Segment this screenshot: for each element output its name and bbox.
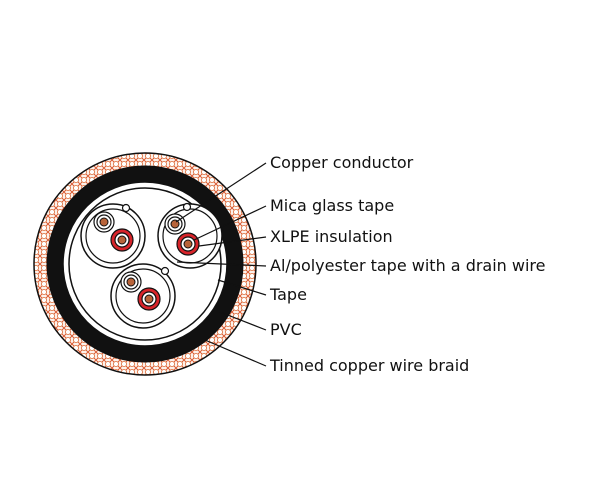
pair-1 bbox=[80, 203, 146, 269]
leader-xlpe-insulation bbox=[198, 236, 267, 247]
label-al-polyester-tape: Al/polyester tape with a drain wire bbox=[270, 256, 546, 275]
leader-tape bbox=[217, 279, 267, 296]
label-tape: Tape bbox=[270, 285, 307, 304]
leader-tinned-copper-braid bbox=[204, 339, 267, 367]
label-mica-glass-tape: Mica glass tape bbox=[270, 196, 395, 215]
leader-copper-conductor bbox=[175, 162, 267, 223]
leader-mica-glass-tape bbox=[193, 205, 267, 241]
drain-wire bbox=[182, 202, 192, 212]
copper-conductor bbox=[144, 294, 154, 304]
copper-conductor bbox=[99, 217, 109, 227]
drain-wire bbox=[160, 266, 170, 276]
leader-pvc bbox=[219, 311, 267, 331]
copper-conductor bbox=[183, 239, 193, 249]
label-copper-conductor: Copper conductor bbox=[270, 153, 414, 172]
pair-mica-tape bbox=[115, 268, 171, 324]
copper-conductor bbox=[126, 277, 136, 287]
copper-conductor bbox=[117, 235, 127, 245]
pair-2 bbox=[157, 202, 223, 269]
label-xlpe-insulation: XLPE insulation bbox=[270, 227, 393, 246]
pair-3 bbox=[110, 263, 176, 329]
label-pvc: PVC bbox=[270, 320, 302, 339]
drain-wire bbox=[121, 203, 131, 213]
label-tinned-copper-braid: Tinned copper wire braid bbox=[270, 356, 470, 375]
leader-al-polyester-tape bbox=[176, 261, 267, 267]
pair-mica-tape bbox=[85, 208, 141, 264]
